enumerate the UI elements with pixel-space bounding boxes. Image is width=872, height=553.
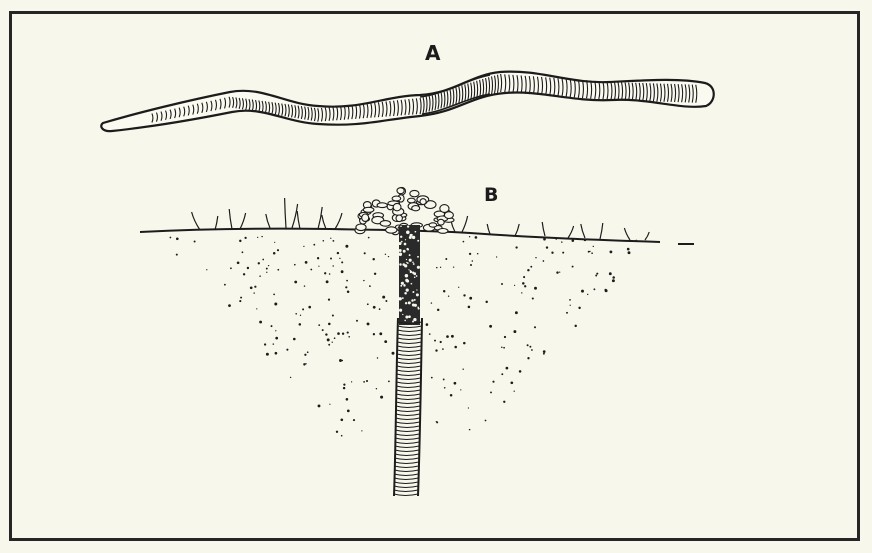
burrow-with-worm — [394, 225, 422, 496]
earthworm-a — [101, 72, 713, 132]
label-b: B — [484, 186, 498, 205]
label-a: A — [425, 43, 440, 63]
